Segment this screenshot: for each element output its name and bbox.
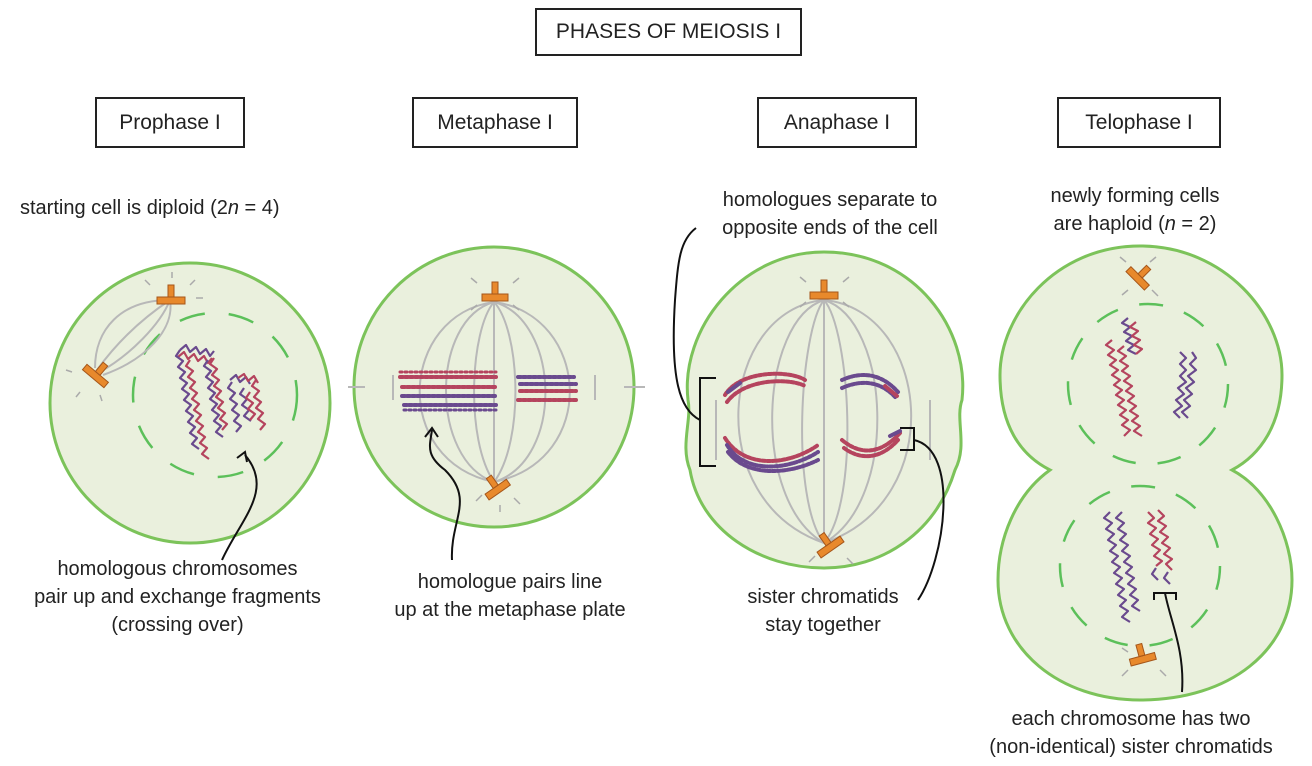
caption-telophase-bottom: each chromosome has two (non-identical) … — [955, 705, 1307, 761]
telophase-leader-line — [1164, 592, 1184, 693]
telophase-centrosome-top — [1125, 264, 1152, 291]
phase-label-metaphase: Metaphase I — [412, 97, 578, 148]
anaphase-centrosome-top — [799, 276, 850, 308]
caption-metaphase-bottom: homologue pairs line up at the metaphase… — [360, 568, 660, 624]
homologues-bracket — [699, 377, 716, 467]
telophase-chromosomes — [1102, 317, 1198, 623]
diagram-title: PHASES OF MEIOSIS I — [535, 8, 802, 56]
phase-label-telophase-text: Telophase I — [1085, 110, 1193, 134]
phase-label-anaphase-text: Anaphase I — [783, 110, 891, 134]
anaphase-cell — [672, 227, 965, 601]
caption-line: (crossing over) — [111, 614, 244, 636]
caption-line: homologue pairs line — [417, 571, 603, 593]
prophase-centrosome-left-rays — [65, 369, 103, 402]
metaphase-centrosome-top — [470, 277, 520, 311]
phase-label-anaphase: Anaphase I — [757, 97, 917, 148]
caption-line: homologous chromosomes — [57, 558, 298, 580]
anaphase-chromosomes — [723, 371, 902, 474]
caption-line: (non-identical) sister chromatids — [989, 736, 1273, 758]
metaphase-centrosome-bottom — [484, 474, 512, 501]
telophase-bottom-nuclear-envelope — [1058, 484, 1222, 648]
caption-prophase-top-italic: n — [227, 197, 239, 219]
caption-telophase-top: newly forming cells are haploid (n = 2) — [1010, 182, 1260, 238]
prophase-chromosomes — [174, 343, 267, 460]
prophase-cell — [48, 261, 332, 561]
metaphase-arrow-head — [424, 426, 439, 438]
telophase-centrosome-bottom — [1128, 642, 1157, 667]
homologues-leader-line — [672, 227, 701, 421]
prophase-nuclear-envelope — [131, 311, 299, 479]
caption-anaphase-top: homologues separate to opposite ends of … — [690, 186, 970, 242]
sister-chromatids-leader-line — [913, 439, 945, 601]
prophase-centrosome-top — [144, 272, 203, 305]
phase-label-metaphase-text: Metaphase I — [437, 110, 553, 134]
caption-prophase-bottom: homologous chromosomes pair up and excha… — [0, 555, 355, 639]
prophase-crossing-over-arrow — [221, 454, 258, 561]
caption-line: up at the metaphase plate — [394, 599, 626, 621]
phase-label-prophase-text: Prophase I — [119, 110, 221, 134]
phase-label-telophase: Telophase I — [1057, 97, 1221, 148]
telophase-top-nuclear-envelope — [1066, 302, 1230, 466]
metaphase-cell — [348, 245, 645, 561]
caption-line-2: are haploid (n = 2) — [1010, 210, 1260, 238]
caption-line: pair up and exchange fragments — [34, 586, 321, 608]
metaphase-chromosomes — [398, 370, 578, 412]
prophase-centrosome-left — [81, 361, 110, 389]
caption-telophase-top-pre: are haploid ( — [1053, 213, 1165, 235]
telophase-cell-membrane — [996, 244, 1294, 702]
caption-prophase-top-post: = 4) — [239, 197, 280, 219]
caption-line: stay together — [765, 614, 881, 636]
caption-line: each chromosome has two — [1011, 708, 1251, 730]
caption-telophase-top-post: = 2) — [1175, 213, 1217, 235]
caption-line: sister chromatids — [747, 586, 899, 608]
phase-label-prophase: Prophase I — [95, 97, 245, 148]
diagram-title-text: PHASES OF MEIOSIS I — [555, 20, 782, 43]
anaphase-spindle-fibers — [715, 299, 931, 544]
sister-chromatids-bracket — [900, 427, 915, 451]
metaphase-plate-arrow — [428, 429, 461, 561]
caption-anaphase-bottom: sister chromatids stay together — [718, 583, 928, 639]
caption-line: opposite ends of the cell — [722, 217, 938, 239]
caption-prophase-top: starting cell is diploid (2n = 4) — [20, 194, 340, 222]
telophase-cell — [996, 244, 1294, 702]
caption-prophase-top-pre: starting cell is diploid (2 — [20, 197, 228, 219]
caption-line: newly forming cells — [1050, 185, 1220, 207]
prophase-arrow-head — [236, 450, 248, 463]
caption-line: homologues separate to — [722, 189, 938, 211]
anaphase-centrosome-bottom — [816, 531, 845, 559]
caption-telophase-top-italic: n — [1164, 213, 1176, 235]
